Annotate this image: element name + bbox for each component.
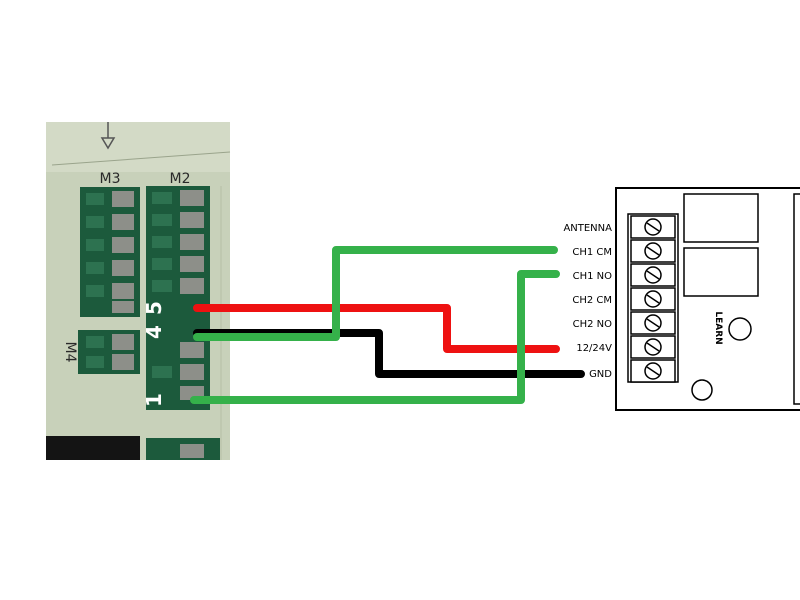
terminal-screw-icon xyxy=(630,335,676,359)
pin-number-1: 1 xyxy=(142,393,166,407)
block-label-m4: M4 xyxy=(62,342,78,363)
green-wire-top xyxy=(193,246,558,341)
led-indicator xyxy=(691,379,713,401)
learn-button[interactable] xyxy=(728,317,752,341)
receiver-side-panel xyxy=(793,193,800,405)
terminal-screw-icon xyxy=(630,239,676,263)
m3-terminal-block xyxy=(80,187,140,317)
terminal-label-antenna: ANTENNA xyxy=(563,223,612,234)
terminal-label-ch1-cm: CH1 CM xyxy=(572,247,612,258)
wires xyxy=(190,246,585,404)
terminal-screw-icon xyxy=(630,359,676,383)
board-trace xyxy=(51,151,231,166)
block-label-m2: M2 xyxy=(170,171,191,187)
block-label-m3: M3 xyxy=(100,171,121,187)
learn-label: LEARN xyxy=(713,311,723,344)
terminal-label-ch1-no: CH1 NO xyxy=(573,271,613,282)
m4-terminal-block xyxy=(78,330,140,374)
receiver-module: LEARN ANTENNA CH1 CM CH1 NO CH2 CM CH2 N… xyxy=(563,187,800,411)
board-top-strip xyxy=(46,122,230,172)
red-wire xyxy=(193,304,560,353)
terminal-screw-icon xyxy=(630,287,676,311)
terminal-screw-icon xyxy=(630,311,676,335)
relay-1 xyxy=(683,193,759,243)
terminal-label-ch2-no: CH2 NO xyxy=(573,319,613,330)
board-bottom-bar xyxy=(46,436,140,460)
m2-terminal-block xyxy=(146,186,210,410)
terminal-labels: ANTENNA CH1 CM CH1 NO CH2 CM CH2 NO 12/2… xyxy=(563,223,612,380)
terminal-label-12-24v: 12/24V xyxy=(576,343,612,354)
pin-number-5: 5 xyxy=(142,301,166,315)
terminal-screw-icon xyxy=(630,215,676,239)
pin-numbers: 5 4 1 xyxy=(142,301,166,407)
terminal-screw-icon xyxy=(630,263,676,287)
terminal-screws xyxy=(630,215,676,383)
lower-terminal-pad xyxy=(180,444,204,458)
controller-board: M3 M2 M4 xyxy=(46,122,231,460)
pin-number-4: 4 xyxy=(142,325,166,339)
green-wire-bottom xyxy=(190,270,560,404)
terminal-label-ch2-cm: CH2 CM xyxy=(572,295,612,306)
terminal-label-gnd: GND xyxy=(589,369,612,380)
ground-icon xyxy=(100,122,116,150)
relay-2 xyxy=(683,247,759,297)
